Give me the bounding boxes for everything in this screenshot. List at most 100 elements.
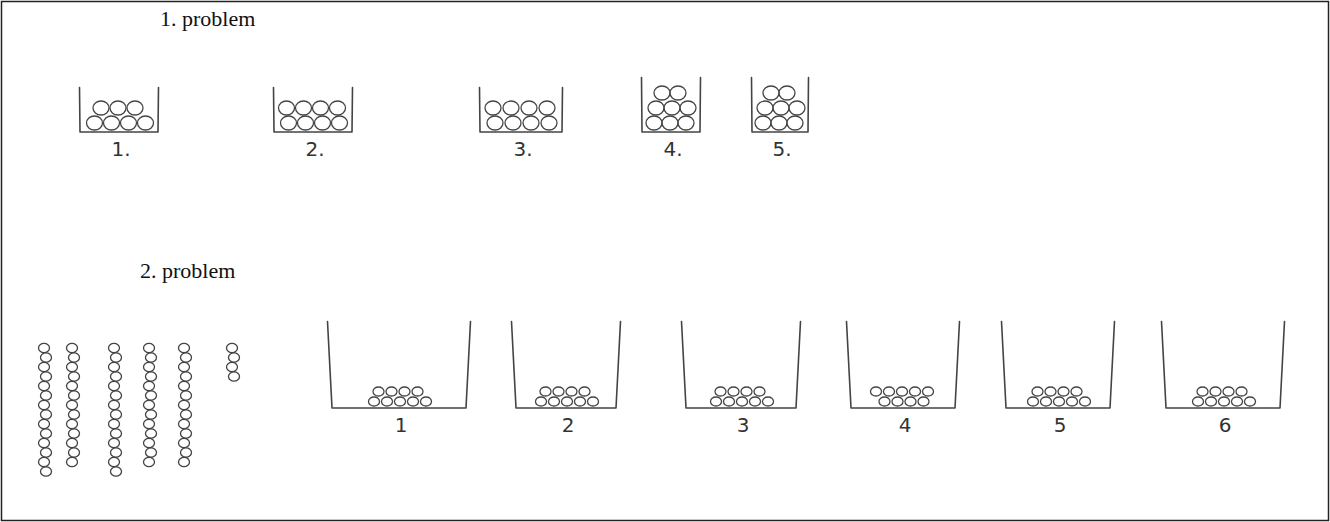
ball [179, 362, 190, 371]
ball [109, 362, 120, 371]
ball [87, 116, 103, 130]
ball [109, 438, 120, 447]
basket-line [1002, 322, 1115, 409]
basket-number: 3. [478, 134, 568, 160]
ball [566, 387, 577, 396]
ball [179, 419, 190, 428]
basket-line [682, 322, 801, 409]
ball [332, 116, 348, 130]
ball [1206, 397, 1217, 406]
basket-number: 2 [510, 410, 626, 436]
ball [1236, 387, 1247, 396]
basket-line [328, 322, 471, 409]
basket-number: 6 [1160, 410, 1290, 436]
basket-number: 3 [680, 410, 806, 436]
ball [279, 101, 295, 115]
ball [111, 410, 122, 419]
ball [41, 448, 52, 457]
ball [144, 381, 155, 390]
ball [487, 116, 503, 130]
basket: 5. [750, 76, 814, 160]
ball [737, 397, 748, 406]
ball [181, 410, 192, 419]
ball [773, 101, 789, 115]
basket-line [274, 88, 353, 133]
ball [181, 448, 192, 457]
basket-outline [845, 320, 961, 410]
ball [553, 387, 564, 396]
ball [536, 397, 547, 406]
ball [918, 397, 929, 406]
ball [281, 116, 297, 130]
ball [181, 429, 192, 438]
ball [69, 429, 80, 438]
basket-line [80, 88, 159, 133]
ball [144, 457, 155, 466]
basket: 2. [272, 86, 358, 160]
ball [503, 101, 519, 115]
ball [109, 343, 120, 352]
ball [1054, 397, 1065, 406]
ball [181, 372, 192, 381]
ball [789, 101, 805, 115]
basket-line [642, 78, 701, 133]
ball [715, 387, 726, 396]
ball [871, 387, 882, 396]
ball [109, 400, 120, 409]
ball [923, 387, 934, 396]
ball [399, 387, 410, 396]
ball [728, 387, 739, 396]
ball [741, 387, 752, 396]
ball [678, 116, 694, 130]
ball [39, 457, 50, 466]
ball [562, 397, 573, 406]
basket-outline [326, 320, 472, 410]
basket-line [480, 88, 563, 133]
basket: 1. [78, 86, 164, 160]
ball [1197, 387, 1208, 396]
ball [1223, 387, 1234, 396]
basket-number: 4 [845, 410, 965, 436]
ball [879, 397, 890, 406]
basket-outline [478, 86, 564, 134]
ball [905, 397, 916, 406]
basket-number: 5 [1000, 410, 1120, 436]
ball [395, 397, 406, 406]
ball [111, 372, 122, 381]
ball [369, 397, 380, 406]
ball [39, 343, 50, 352]
basket-outline [78, 86, 160, 134]
ball [1045, 387, 1056, 396]
ball [41, 467, 52, 476]
ball [298, 116, 314, 130]
ball [227, 362, 238, 371]
ball [521, 101, 537, 115]
ball [1058, 387, 1069, 396]
basket: 2 [510, 320, 626, 436]
ball [296, 101, 312, 115]
ball [41, 372, 52, 381]
ball [111, 429, 122, 438]
basket-number: 4. [640, 134, 706, 160]
ball [179, 438, 190, 447]
ball [67, 400, 78, 409]
ball [892, 397, 903, 406]
ball [315, 116, 331, 130]
basket: 4 [845, 320, 965, 436]
ball [1232, 397, 1243, 406]
ball [1067, 397, 1078, 406]
ball [69, 448, 80, 457]
ball [884, 387, 895, 396]
ball [111, 353, 122, 362]
ball [179, 457, 190, 466]
basket: 6 [1160, 320, 1290, 436]
ball [39, 438, 50, 447]
basket: 4. [640, 76, 706, 160]
ball [181, 353, 192, 362]
ball [771, 116, 787, 130]
ball [179, 400, 190, 409]
ball [664, 101, 680, 115]
ball [41, 353, 52, 362]
ball [227, 343, 238, 352]
ball [588, 397, 599, 406]
